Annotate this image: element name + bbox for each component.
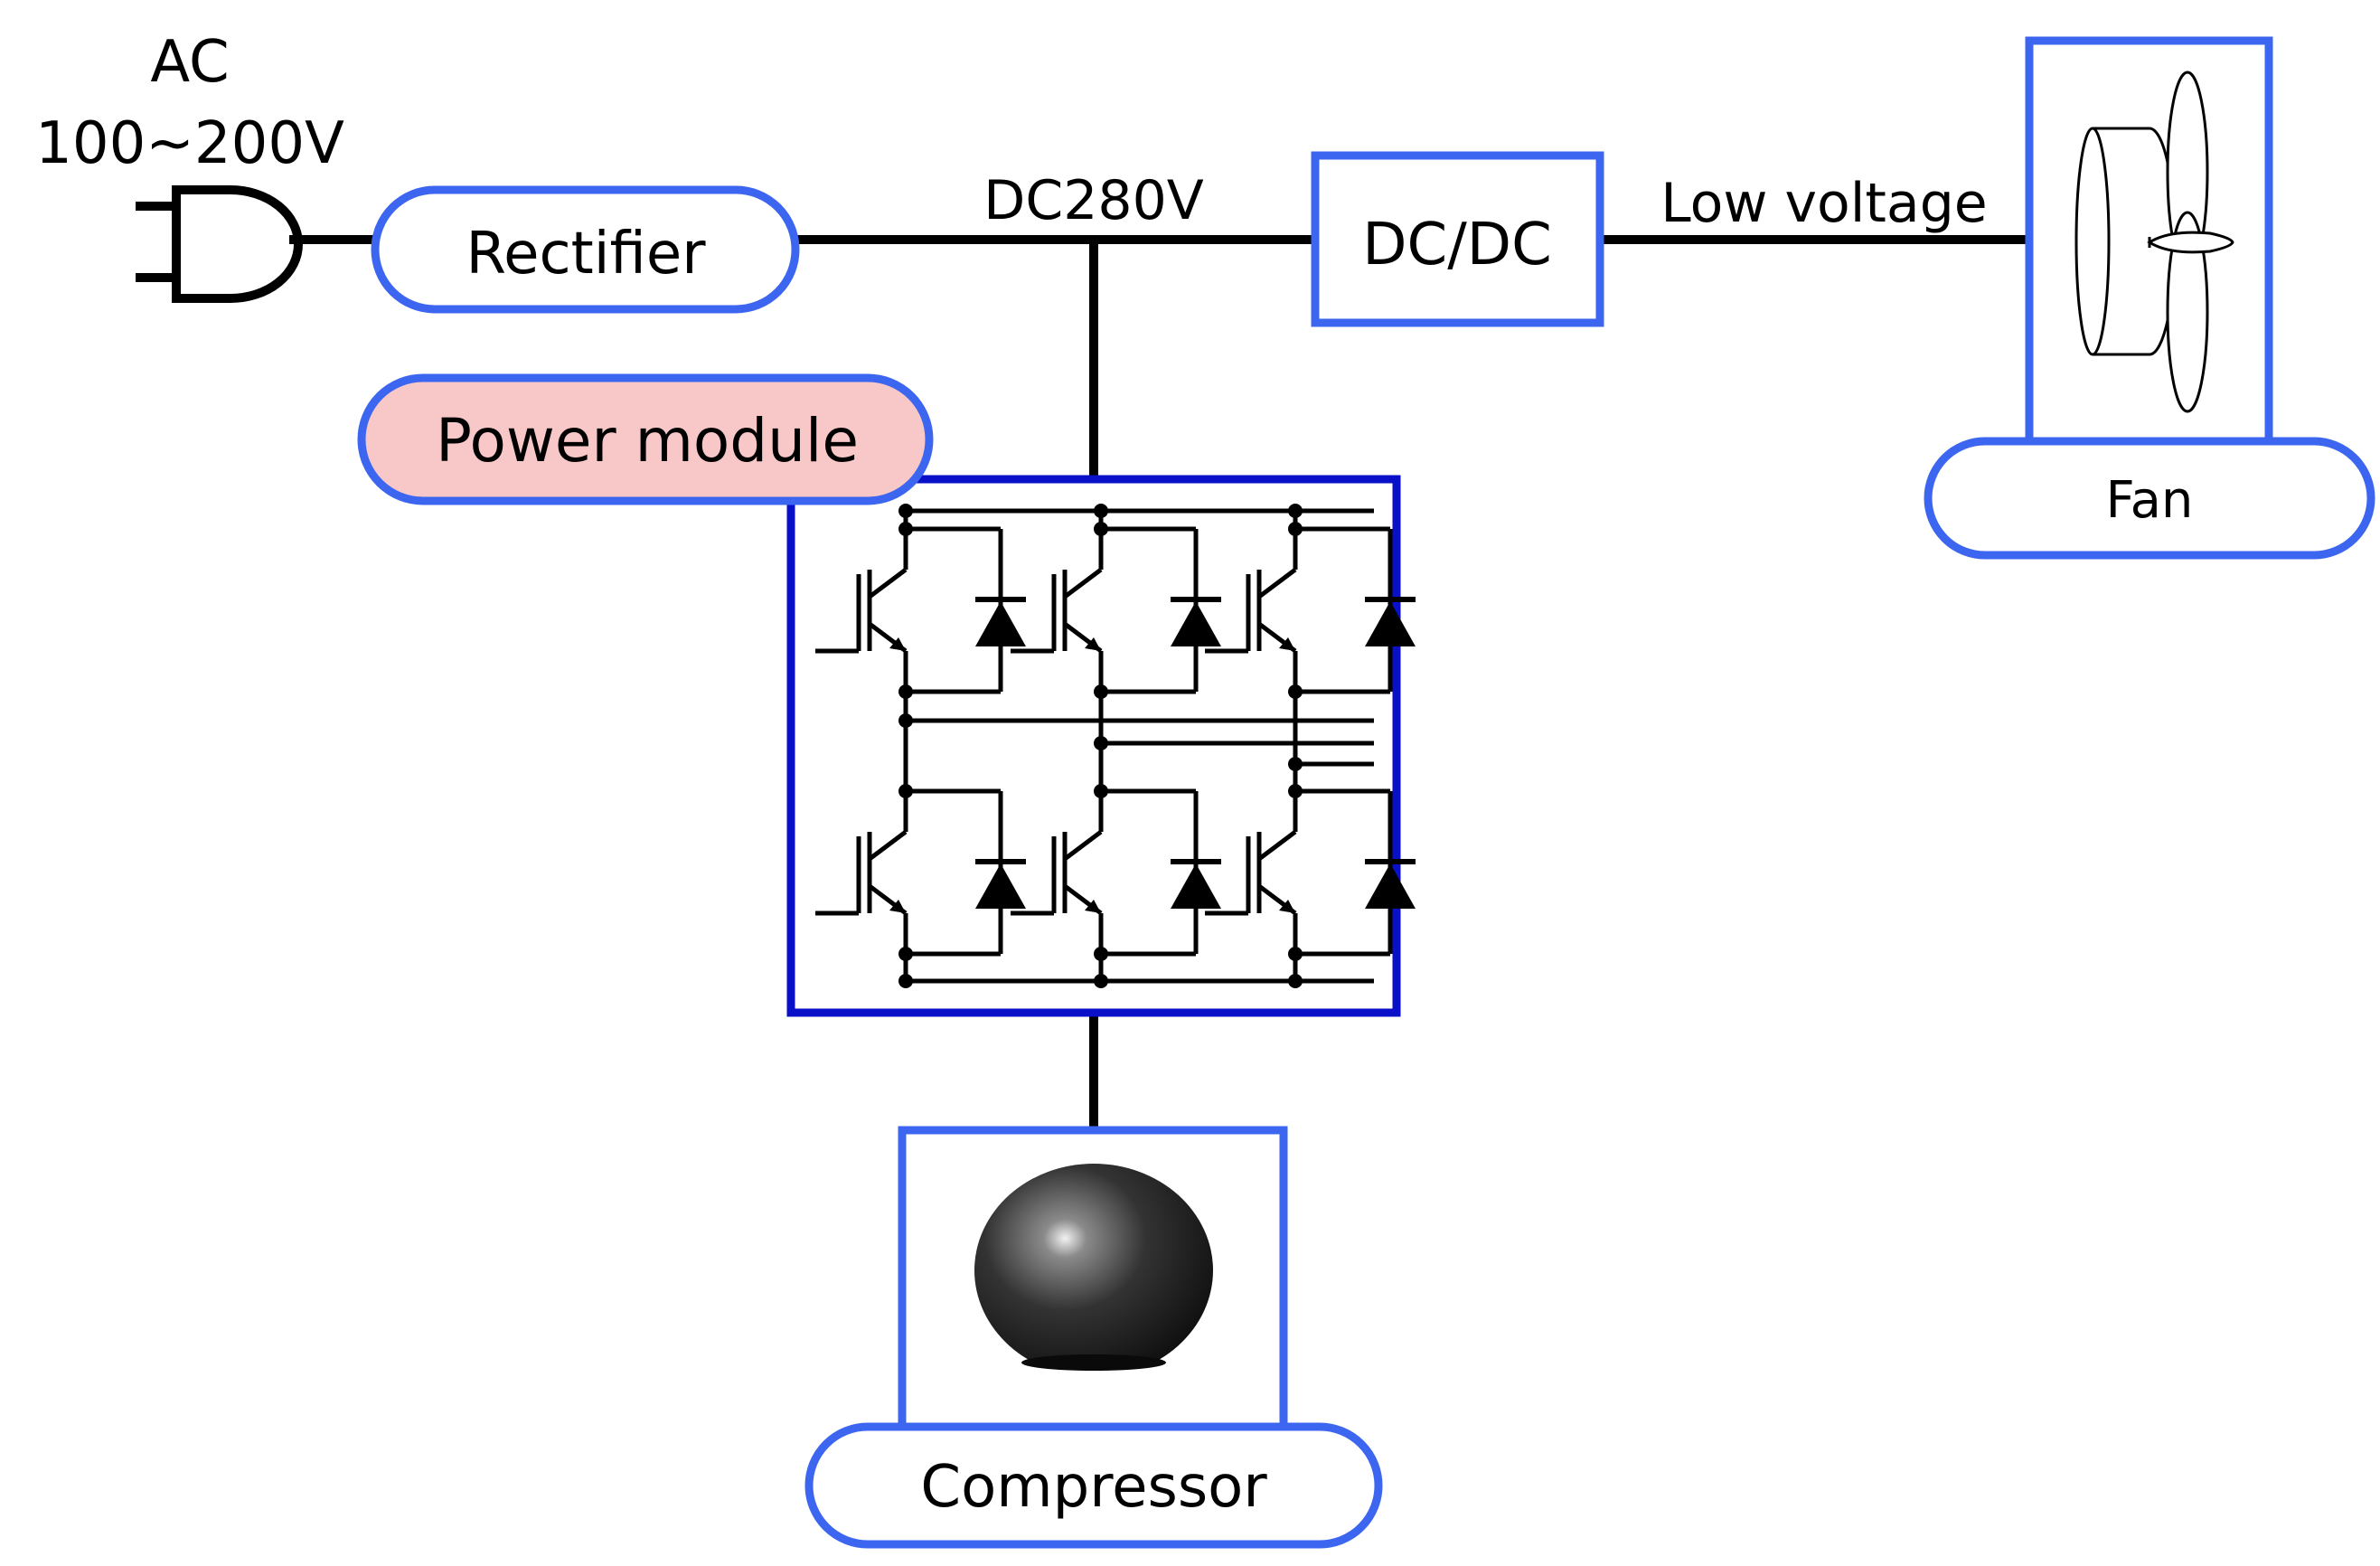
leg-3-rail-node: [1288, 504, 1303, 518]
leg-1-neg-node: [898, 974, 913, 988]
dcdc-label: DC/DC: [1362, 212, 1552, 278]
leg-1-lower-switch-node-bottom: [898, 947, 913, 961]
leg-1-rail-node: [898, 504, 913, 518]
compressor-label: Compressor: [920, 1454, 1267, 1521]
leg-3-upper-switch-collector-diag: [1257, 568, 1297, 599]
power-module-tag[interactable]: Power module: [357, 373, 934, 505]
leg-1-lower-switch-emitter-arrow: [889, 900, 906, 913]
compressor-block[interactable]: [898, 1126, 1288, 1438]
plug-icon: [136, 185, 303, 303]
leg-2-lower-switch-emitter-arrow: [1085, 900, 1101, 913]
power-module-label: Power module: [436, 406, 859, 476]
power-module-block[interactable]: [786, 475, 1416, 1017]
rectifier-block[interactable]: Rectifier: [371, 185, 800, 314]
leg-2-lower-switch-node-bottom: [1094, 947, 1108, 961]
compressor-label-box[interactable]: Compressor: [804, 1422, 1383, 1549]
leg-2-upper-switch-collector-diag: [1063, 568, 1103, 599]
fan-block[interactable]: [2025, 36, 2273, 452]
leg-2-lower-switch-collector-diag: [1063, 830, 1103, 861]
leg-2-upper-switch-emitter-arrow: [1085, 637, 1101, 651]
leg-3-upper-switch-node-bottom: [1288, 684, 1303, 699]
fan-label-box[interactable]: Fan: [1924, 437, 2375, 560]
leg-1-upper-switch-collector-diag: [868, 568, 908, 599]
leg-3-neg-node: [1288, 974, 1303, 988]
leg-1-lower-switch-collector-diag: [868, 830, 908, 861]
ac-voltage-label: 100~200V: [35, 110, 344, 177]
leg-3-upper-switch-node-top: [1288, 522, 1303, 536]
leg-3-lower-switch-collector-diag: [1257, 830, 1297, 861]
fan-icon: [2074, 71, 2234, 413]
leg-1-lower-switch-node-top: [898, 784, 913, 798]
inverter-circuit: [815, 504, 1416, 988]
leg-1-upper-switch-emitter-arrow: [889, 637, 906, 651]
leg-2-rail-node: [1094, 504, 1108, 518]
compressor-icon: [967, 1164, 1220, 1391]
low-voltage-label: Low voltage: [1660, 172, 1987, 235]
leg-2-lower-switch-node-top: [1094, 784, 1108, 798]
leg-3-upper-switch-emitter-arrow: [1279, 637, 1295, 651]
leg-2-lower-switch-diode-triangle: [1171, 863, 1221, 909]
leg-3-lower-switch-node-bottom: [1288, 947, 1303, 961]
leg-1-upper-switch-node-top: [898, 522, 913, 536]
leg-3-upper-switch-diode-triangle: [1365, 601, 1416, 646]
fan-label: Fan: [2106, 471, 2194, 530]
dc-bus-voltage-label: DC280V: [983, 169, 1204, 232]
wiring: [289, 235, 2029, 1130]
leg-1-upper-switch-diode-triangle: [975, 601, 1026, 646]
rectifier-label: Rectifier: [466, 221, 706, 288]
leg-1-lower-switch-diode-triangle: [975, 863, 1026, 909]
phase-w-node: [1288, 757, 1303, 771]
ac-label: AC: [150, 29, 229, 96]
leg-1-upper-switch-node-bottom: [898, 684, 913, 699]
leg-2-upper-switch-diode-triangle: [1171, 601, 1221, 646]
leg-2-upper-switch-node-bottom: [1094, 684, 1108, 699]
leg-2-neg-node: [1094, 974, 1108, 988]
leg-3-lower-switch-emitter-arrow: [1279, 900, 1295, 913]
leg-2-upper-switch-node-top: [1094, 522, 1108, 536]
phase-v-node: [1094, 736, 1108, 750]
leg-3-lower-switch-node-top: [1288, 784, 1303, 798]
dcdc-converter-block[interactable]: DC/DC: [1311, 151, 1604, 327]
phase-u-node: [898, 713, 913, 728]
leg-3-lower-switch-diode-triangle: [1365, 863, 1416, 909]
